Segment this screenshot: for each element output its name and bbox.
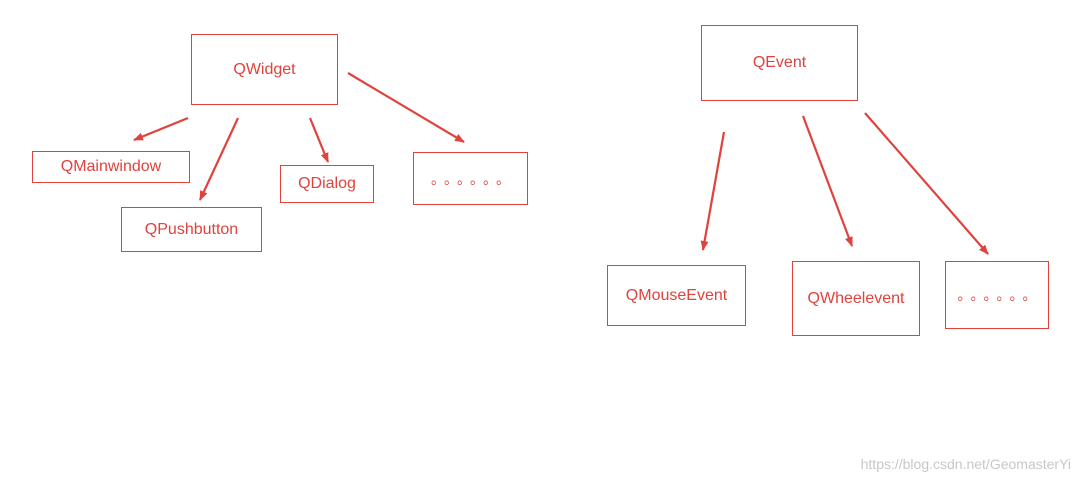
node-qpushbutton: QPushbutton [121,207,262,252]
edge-qwidget-qmainwindow [133,116,189,142]
node-qwheelevent-label: QWheelevent [807,289,905,307]
edge-qevent-more [864,112,989,255]
edge-qevent-qwheelevent [801,115,854,247]
node-qevent: QEvent [701,25,858,101]
node-qmainwindow: QMainwindow [32,151,190,183]
node-event-more: 。。。。。。 [945,261,1049,329]
node-event-more-label: 。。。。。。 [957,287,1043,303]
node-qwheelevent: QWheelevent [792,261,920,336]
node-qmainwindow-label: QMainwindow [60,158,162,175]
node-qdialog: QDialog [280,165,374,203]
node-widget-more-label: 。。。。。。 [431,170,516,187]
node-qmouseevent-label: QMouseEvent [625,286,728,304]
edge-qwidget-more [347,72,465,143]
edge-qwidget-qpushbutton [199,117,239,201]
node-qevent-label: QEvent [752,54,807,71]
node-qwidget: QWidget [191,34,338,105]
edge-qevent-qmouseevent [700,131,726,251]
watermark-text: https://blog.csdn.net/GeomasterYi [860,456,1071,472]
node-widget-more: 。。。。。。 [413,152,528,205]
edge-qwidget-qdialog [308,117,330,163]
node-qmouseevent: QMouseEvent [607,265,746,326]
node-qdialog-label: QDialog [298,175,356,192]
node-qpushbutton-label: QPushbutton [144,220,239,238]
node-qwidget-label: QWidget [233,60,296,78]
